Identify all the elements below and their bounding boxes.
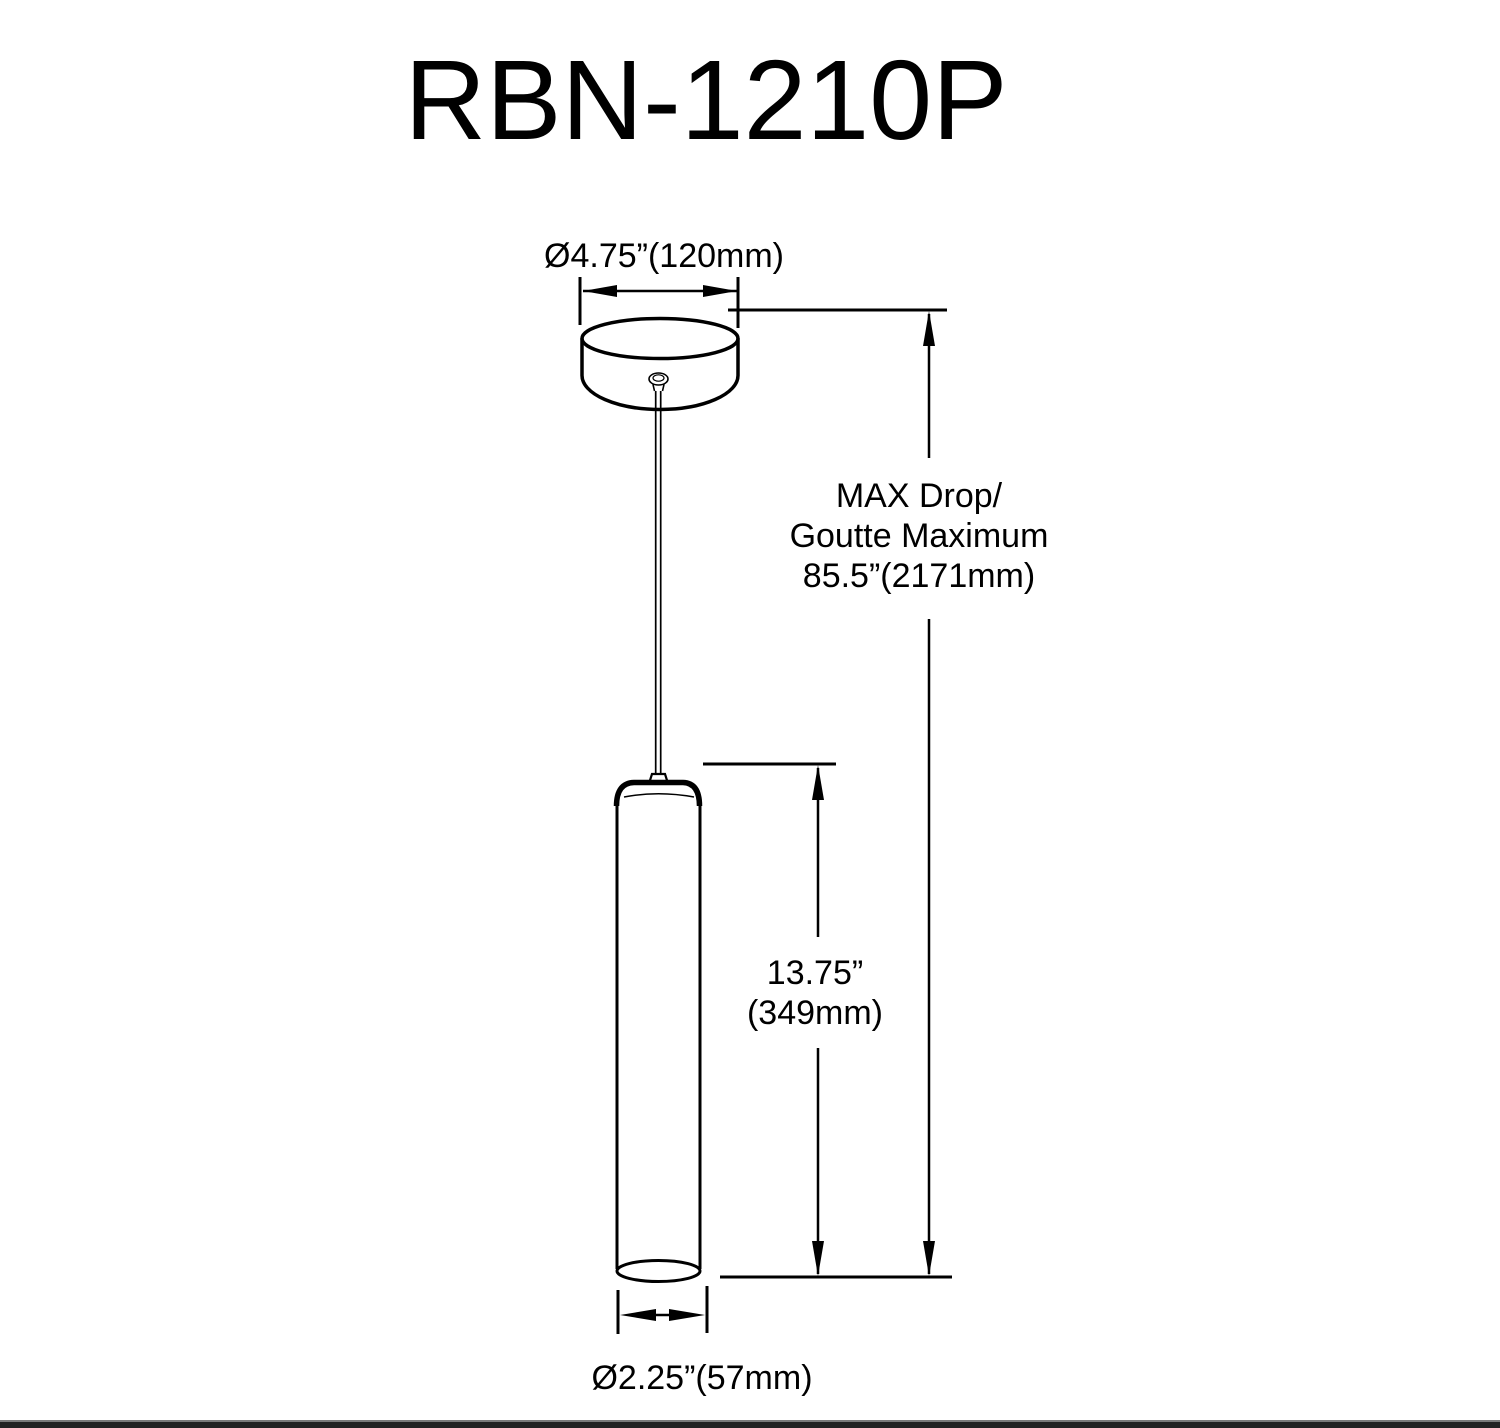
max-drop-label-line1: MAX Drop/: [835, 477, 1003, 515]
canopy-top-ellipse: [580, 316, 740, 361]
canopy-diameter-label: Ø4.75”(120mm): [544, 237, 784, 275]
suspension-cord: [654, 391, 662, 774]
cylinder-bottom-ellipse: [615, 1259, 702, 1283]
pendant-diameter-label: Ø2.25”(57mm): [591, 1359, 813, 1397]
cylinder-top-rim: [613, 779, 703, 807]
arrow-left-icon: [583, 285, 617, 297]
product-model-title: RBN-1210P: [404, 37, 1008, 163]
cylinder-top-inner-arc: [623, 793, 695, 798]
arrow-down-icon: [923, 1241, 935, 1276]
canopy-diameter-dimension: [578, 277, 740, 328]
max-drop-label-line3: 85.5”(2171mm): [802, 557, 1036, 595]
pendant-height-dimension: [703, 762, 952, 1279]
max-drop-dimension: [728, 308, 947, 1276]
page-bottom-border: [0, 1420, 1500, 1428]
arrow-up-icon: [923, 311, 935, 346]
arrow-right-icon: [703, 285, 737, 297]
canopy-stem: [652, 384, 665, 392]
arrow-down-icon: [812, 1241, 824, 1276]
pendant-height-label: 13.75” (349mm): [615, 953, 1015, 1033]
pendant-height-label-line2: (349mm): [746, 994, 884, 1032]
max-drop-label-line2: Goutte Maximum: [789, 517, 1049, 555]
arrow-right-icon: [669, 1309, 705, 1321]
arrow-left-icon: [620, 1309, 656, 1321]
arrow-up-icon: [812, 765, 824, 800]
canopy-screw-outer: [648, 372, 669, 386]
pendant-diameter-dimension: [616, 1286, 709, 1334]
pendant-cylinder: [613, 772, 703, 1283]
pendant-height-label-line1: 13.75”: [766, 954, 864, 992]
max-drop-label: MAX Drop/ Goutte Maximum 85.5”(2171mm): [719, 476, 1119, 596]
canopy-screw-inner: [652, 374, 665, 382]
